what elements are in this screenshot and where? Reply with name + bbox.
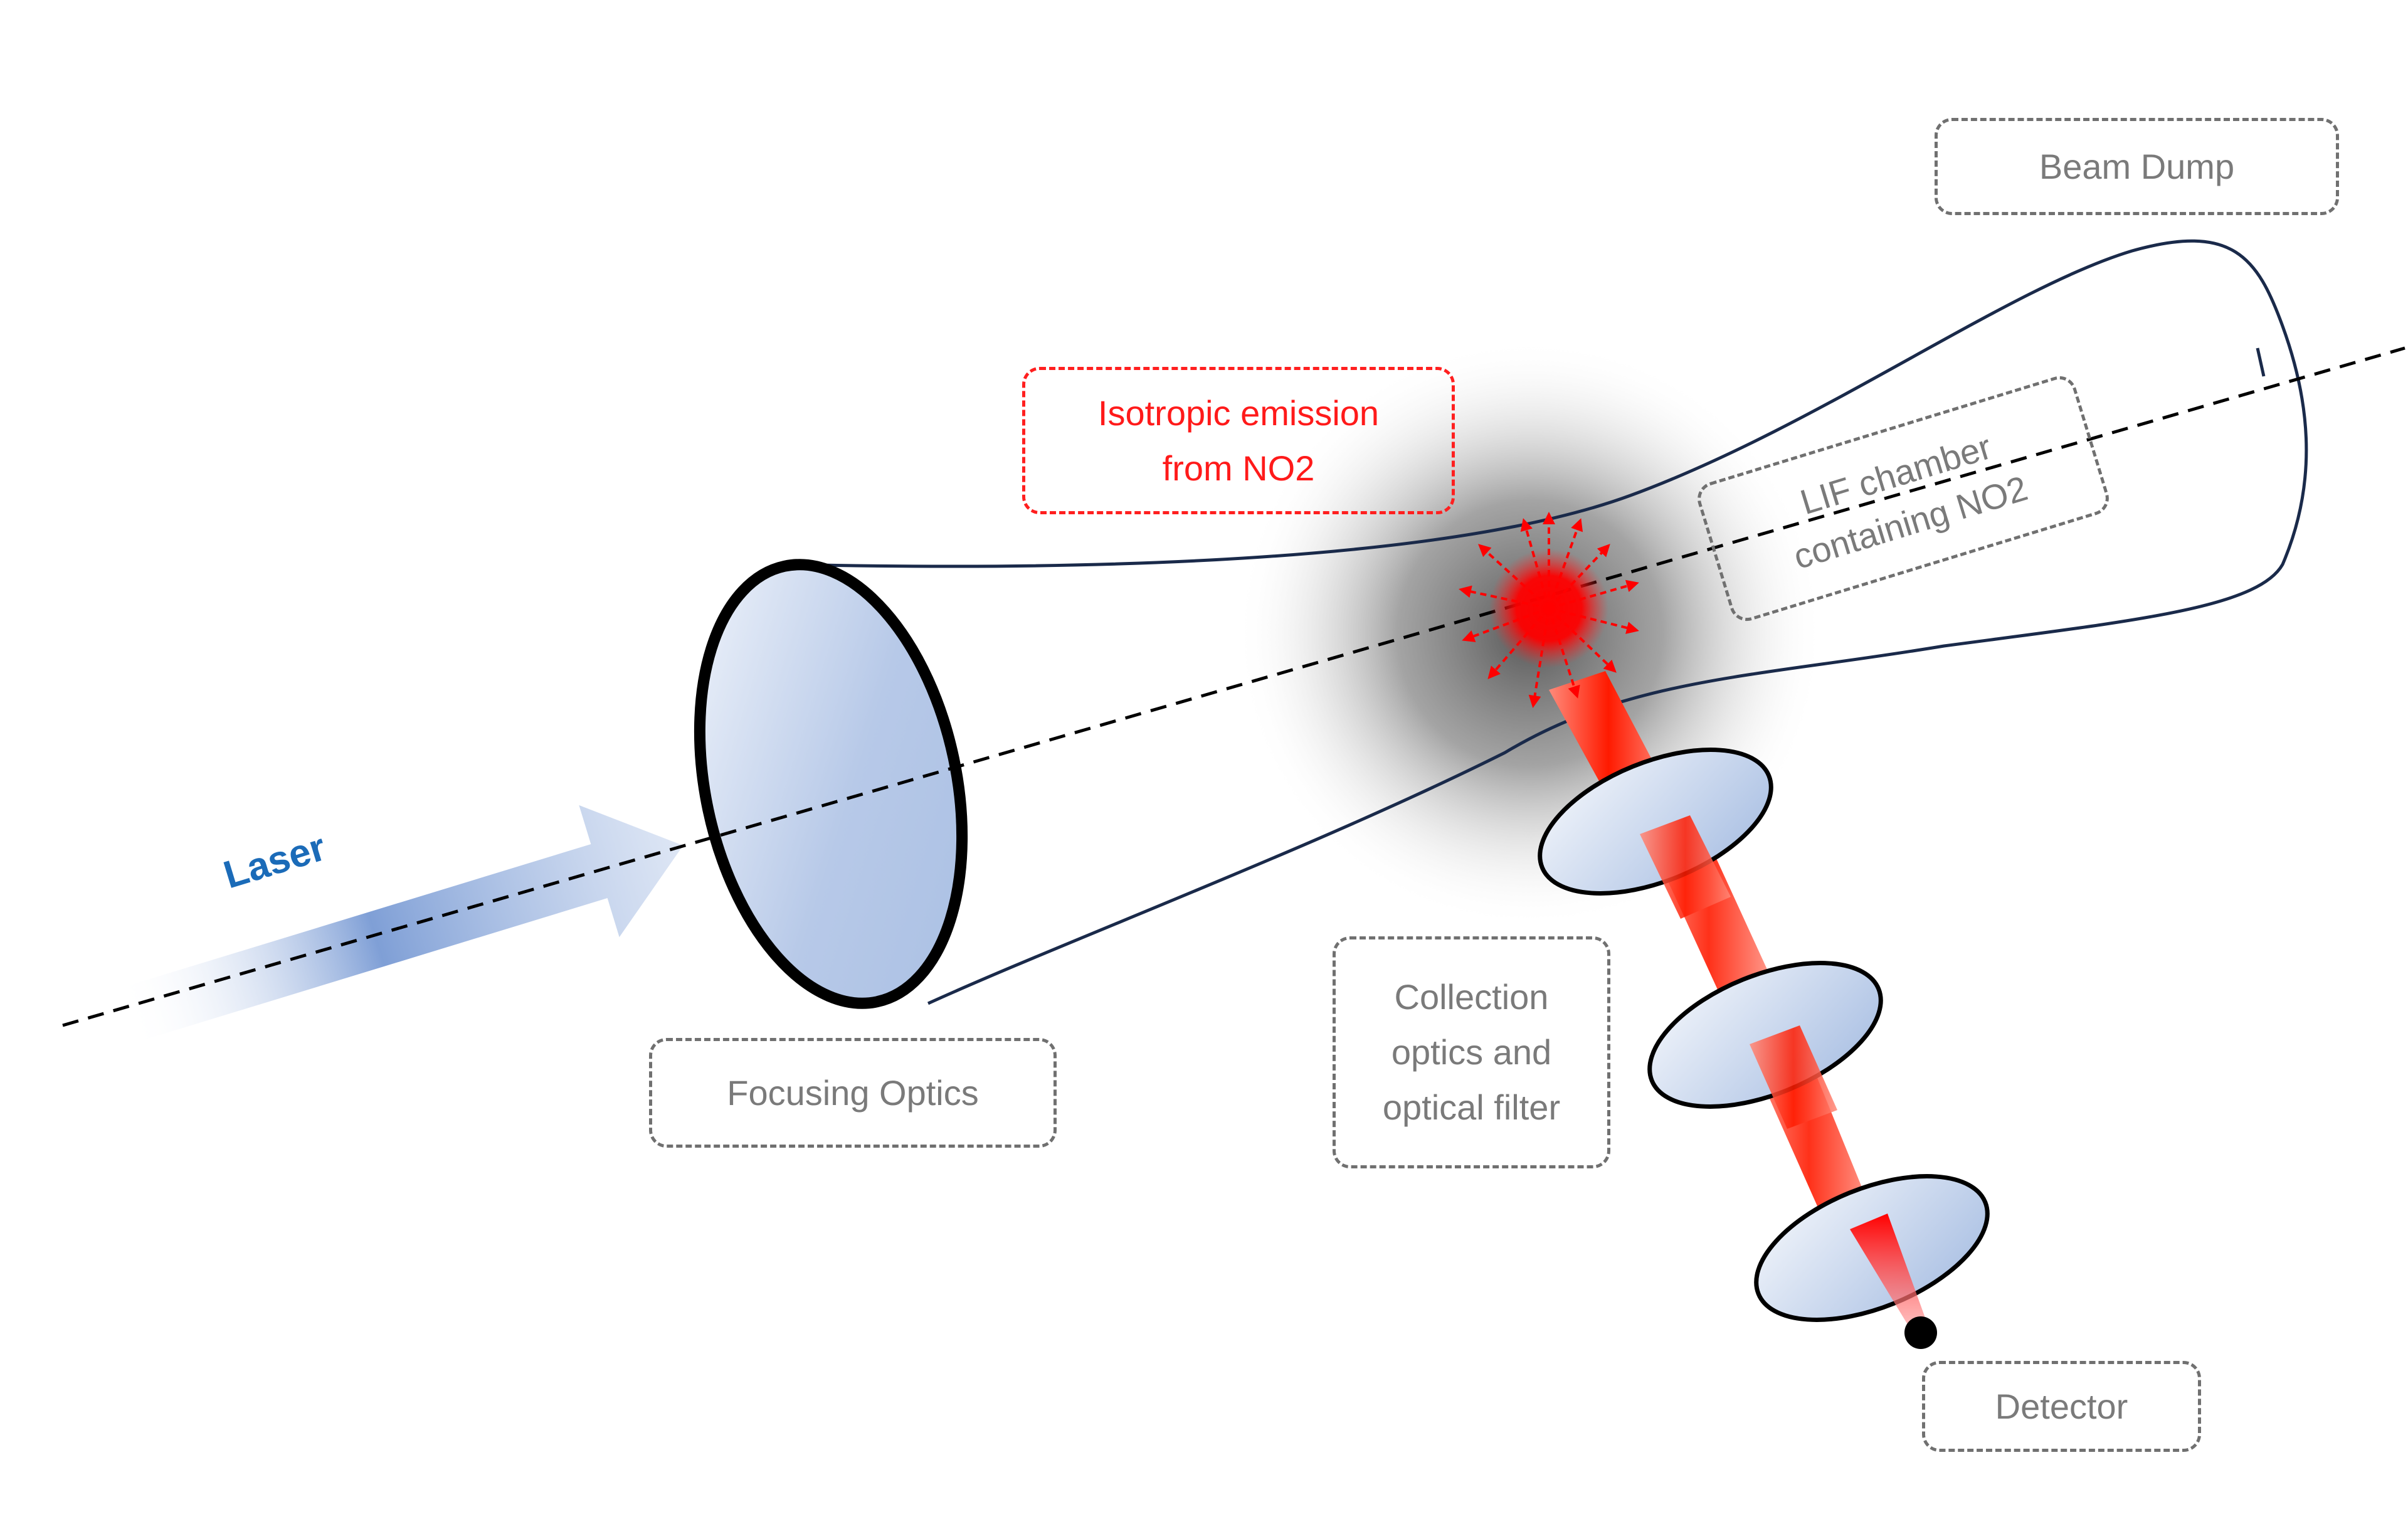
lif-chamber-outline [789, 239, 2308, 1005]
collection-optics-label: Collection optics and optical filter [1382, 977, 1561, 1127]
focusing-optics-label: Focusing Optics [727, 1072, 979, 1113]
collection-optics-box: Collection optics and optical filter [1333, 936, 1610, 1168]
optical-axis [62, 346, 2405, 1027]
focusing-lens [694, 559, 968, 1009]
emission-beam-2b [1640, 815, 1731, 919]
isotropic-emission-box: Isotropic emission from NO2 [1022, 367, 1455, 514]
focusing-optics-box: Focusing Optics [649, 1038, 1057, 1148]
emission-beam-3b [1750, 1025, 1837, 1129]
collection-lens-2 [1647, 961, 1883, 1109]
isotropic-emission-label: Isotropic emission from NO2 [1097, 393, 1380, 488]
detector-box: Detector [1922, 1361, 2201, 1452]
emission-arrows [1459, 512, 1639, 708]
laser-arrow [117, 805, 684, 1044]
beam-dump-label: Beam Dump [2039, 146, 2235, 186]
beam-dump-box: Beam Dump [1935, 118, 2339, 215]
detector-label: Detector [1995, 1386, 2128, 1426]
detector-cone [1850, 1214, 1928, 1333]
beam-dump-tick [2256, 347, 2266, 377]
detector-dot [1904, 1316, 1937, 1349]
